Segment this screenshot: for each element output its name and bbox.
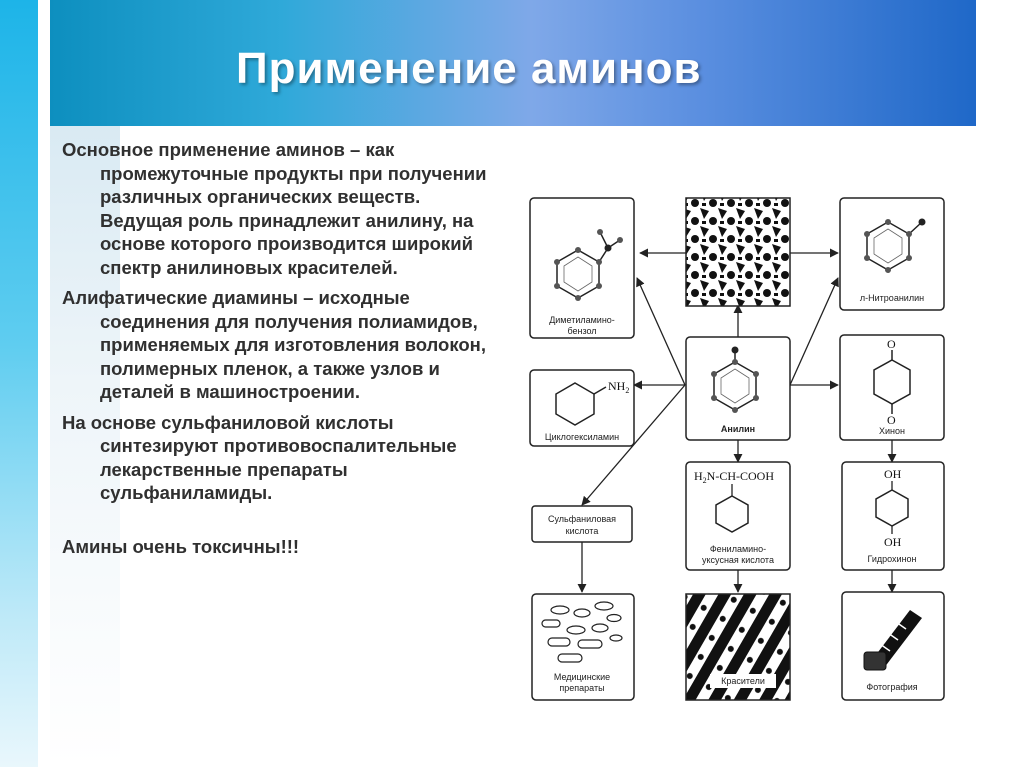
- side-gradient-bar: [0, 0, 38, 767]
- left-accent-strip: [50, 126, 120, 767]
- paragraph-diamines: Алифатические диамины – исходные соедине…: [62, 287, 486, 402]
- aniline-applications-diagram: Диметиламино- бензол л-Нитроанилин NH2 Ц…: [529, 197, 945, 701]
- label-medicines-2: препараты: [559, 683, 604, 693]
- label-dyes: Красители: [721, 676, 765, 686]
- label-dimethylaminobenzene-2: бензол: [567, 326, 596, 336]
- label-dimethylaminobenzene-1: Диметиламино-: [549, 315, 615, 325]
- formula-amino-acid: H2N-CH-COOH: [694, 469, 774, 485]
- box-cyclohexylamine: NH2 Циклогексиламин: [529, 369, 635, 447]
- box-phenylaminoacetic: H2N-CH-COOH Фениламино- уксусная кислота: [685, 461, 791, 571]
- formula-oxygen-top: O: [887, 337, 896, 351]
- label-sulfanilic-2: кислота: [566, 526, 599, 536]
- formula-oxygen-bottom: O: [887, 413, 896, 427]
- label-medicines-1: Медицинские: [554, 672, 610, 682]
- formula-hydroxyl-top: OH: [884, 467, 902, 481]
- label-aniline: Анилин: [721, 424, 755, 434]
- box-dyes: Красители: [685, 593, 791, 701]
- box-aniline: Анилин: [685, 336, 791, 441]
- box-medicines: Медицинские препараты: [531, 593, 635, 701]
- pills-illustration: [541, 601, 623, 663]
- paragraph-toxicity: Амины очень токсичны!!!: [62, 535, 300, 557]
- label-hydroquinone: Гидрохинон: [867, 554, 916, 564]
- box-quinone: O O Хинон: [839, 334, 945, 441]
- box-photography: Фотография: [841, 591, 945, 701]
- paragraph-main-use: Основное применение аминов – как промежу…: [62, 139, 487, 278]
- formula-nh2: NH2: [608, 379, 629, 395]
- label-sulfanilic-1: Сульфаниловая: [548, 514, 616, 524]
- formula-hydroxyl-bottom: OH: [884, 535, 902, 549]
- label-nitroaniline: л-Нитроанилин: [860, 293, 924, 303]
- box-sulfanilic-acid: Сульфаниловая кислота: [531, 505, 633, 543]
- label-photography: Фотография: [866, 682, 917, 692]
- box-nitroaniline: л-Нитроанилин: [839, 197, 945, 311]
- slide-title: Применение аминов: [236, 44, 702, 93]
- label-phenylaminoacetic-1: Фениламино-: [710, 544, 766, 554]
- title-banner: [50, 0, 976, 126]
- diagram-arrows: [577, 248, 897, 593]
- film-roll-illustration: [863, 610, 922, 671]
- dye-sample-image-top: [685, 197, 791, 307]
- box-dimethylaminobenzene: Диметиламино- бензол: [529, 197, 635, 339]
- label-phenylaminoacetic-2: уксусная кислота: [702, 555, 774, 565]
- paragraph-sulfanilic: На основе сульфаниловой кислоты синтезир…: [62, 411, 457, 504]
- label-quinone: Хинон: [879, 426, 905, 436]
- box-hydroquinone: OH OH Гидрохинон: [841, 461, 945, 571]
- slide-text: Основное применение аминов – как промежу…: [62, 138, 502, 565]
- label-cyclohexylamine: Циклогексиламин: [545, 432, 619, 442]
